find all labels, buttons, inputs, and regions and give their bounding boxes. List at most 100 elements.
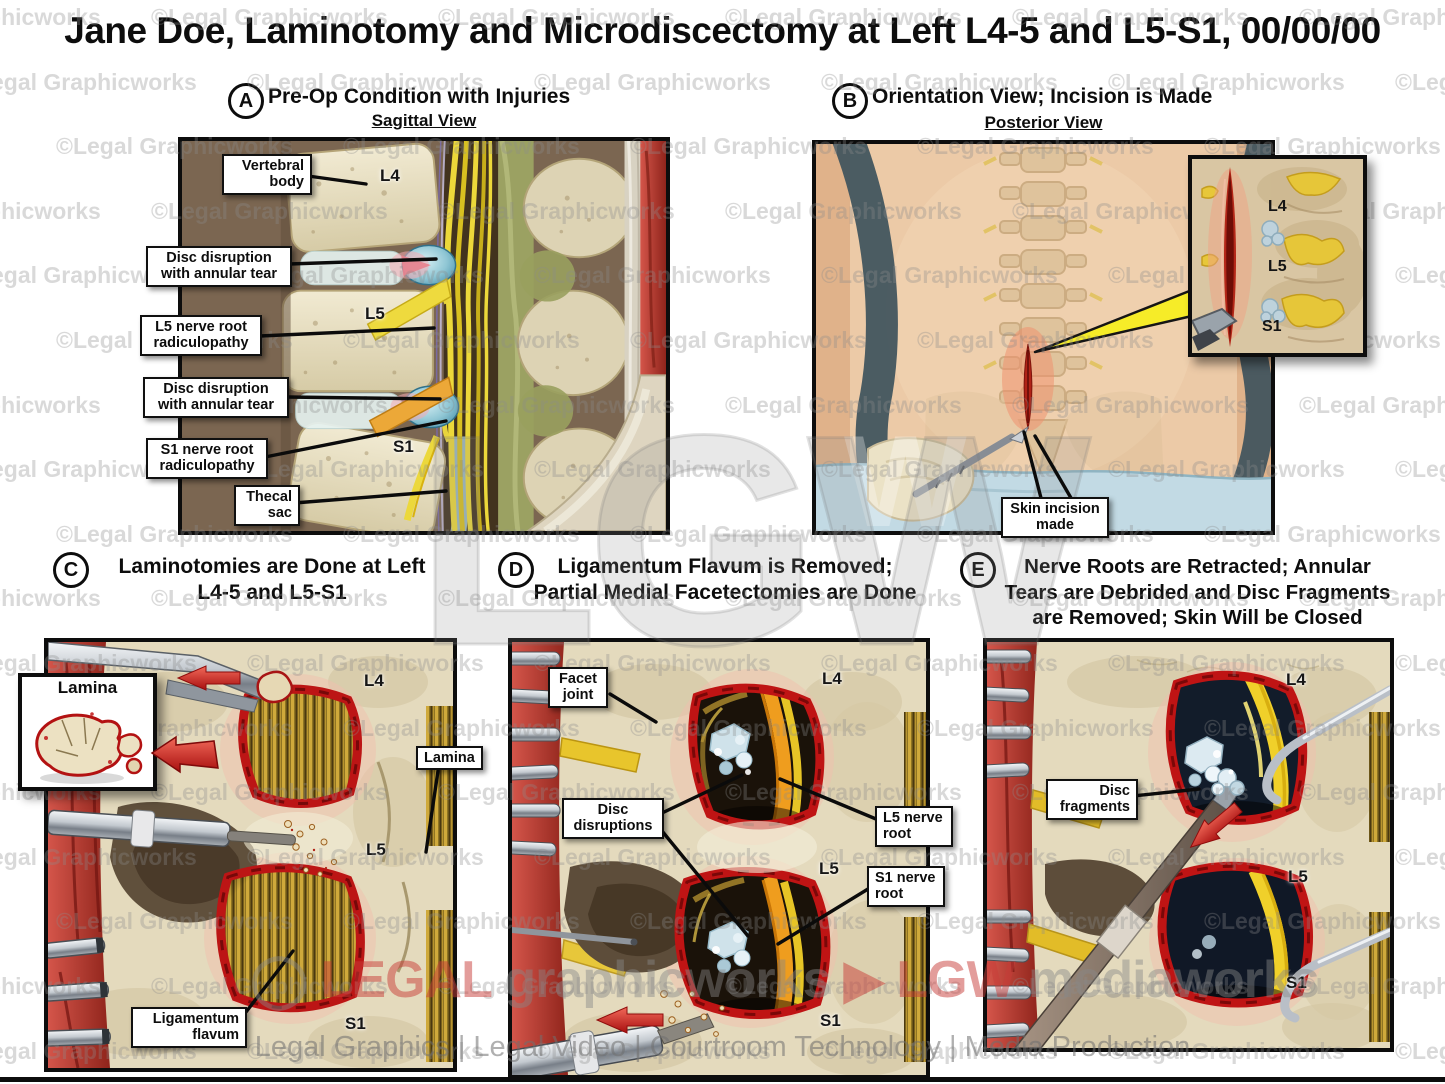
red-arrow: [1189, 802, 1243, 849]
laminotomy-opening-upper: [1165, 670, 1308, 825]
inset-level-l5: L5: [1268, 258, 1287, 275]
label-l5-radiculopathy: L5 nerve root radiculopathy: [140, 315, 262, 356]
panel-e-image: [983, 638, 1394, 1052]
label-disc-disruption-upper: Disc disruption with annular tear: [146, 246, 292, 287]
panel-d-letter-badge: D: [498, 552, 534, 588]
panel-c-level-l5: L5: [366, 840, 386, 859]
watermark-tile: ©Legal Graphicworks: [0, 197, 101, 224]
panel-a-letter: A: [238, 89, 254, 112]
panel-d-letter: D: [508, 558, 524, 581]
removed-bone-chip: [256, 670, 294, 704]
lamina-fragments-illustration: [35, 712, 143, 784]
panel-b-image: W: [812, 140, 1275, 535]
panel-c-title-line2: L4-5 and L5-S1: [197, 581, 347, 605]
panel-c-inset: Lamina: [18, 673, 157, 791]
panel-e-title-line1: Nerve Roots are Retracted; Annular: [1024, 555, 1371, 578]
panel-c-title-line1: Laminotomies are Done at Left: [118, 555, 426, 578]
panel-b-letter: B: [842, 89, 858, 112]
watermark-tile: ©Legal Graphicworks: [1395, 262, 1445, 289]
watermark-tile: ©Legal Graphicworks: [1395, 843, 1445, 870]
label-vertebral-body: Vertebral body: [222, 154, 312, 195]
laminotomy-opening-lower: [1157, 861, 1314, 1008]
laminotomy-opening-lower: [674, 867, 831, 1019]
inset-level-l4: L4: [1268, 198, 1287, 215]
panel-c-level-l4: L4: [364, 671, 384, 690]
panel-d-level-l4: L4: [822, 669, 842, 688]
ligament-remnant: [559, 737, 641, 773]
rongeur-instrument: [48, 642, 294, 713]
panel-b-inset-illustration: L4 L5 S1: [1190, 159, 1367, 353]
panel-d-title-line2: Partial Medial Facetectomies are Done: [533, 581, 917, 605]
label-s1-radiculopathy: S1 nerve root radiculopathy: [146, 438, 268, 479]
laminotomy-opening-lower: [216, 863, 365, 1013]
panel-b-inset: L4 L5 S1: [1188, 155, 1367, 357]
retractor-fingers: [987, 649, 1032, 1039]
bone-crumbs: [660, 990, 725, 1037]
panel-e-level-s1: S1: [1286, 973, 1307, 992]
laminotomy-opening-upper: [238, 684, 362, 808]
panel-c-image: [44, 638, 457, 1072]
panel-c-inset-title: Lamina: [57, 678, 118, 697]
nerve-root-retractors: [1262, 685, 1390, 1023]
label-disc-fragments: Disc fragments: [1046, 779, 1138, 820]
panel-c-level-s1: S1: [345, 1014, 366, 1033]
disc-fragments-shape: [1184, 736, 1224, 787]
kerrison-instrument: [48, 809, 296, 848]
label-facet-joint: Facet joint: [548, 667, 608, 708]
scalpel: [912, 433, 1016, 498]
lamina-fragment-chunk: [116, 733, 143, 758]
retracted-nerve-root-lower: [1248, 866, 1289, 1003]
panel-a-level-l5: L5: [365, 304, 385, 323]
panel-c-illustration: [48, 642, 453, 1068]
bone-crumbs: [284, 820, 338, 877]
lamina-fragment-main: [35, 713, 123, 777]
panel-e-title-line2: Tears are Debrided and Disc Fragments: [1004, 580, 1391, 604]
panel-b-letter-badge: B: [832, 83, 868, 119]
probe-instrument: [512, 927, 637, 945]
retracted-nerve-root-upper: [1242, 675, 1289, 821]
label-s1-nerve-root: S1 nerve root: [867, 866, 945, 907]
label-thecal-sac: Thecal sac: [234, 485, 300, 526]
panel-d-level-s1: S1: [820, 1011, 841, 1030]
label-ligamentum-flavum: Ligamentum flavum: [131, 1007, 247, 1048]
red-arrow-top: [176, 665, 241, 691]
panel-a-level-l4: L4: [380, 166, 400, 185]
watermark-tile: ©Legal Graphicworks: [1395, 456, 1445, 483]
panel-d-title: Ligamentum Flavum is Removed; Partial Me…: [525, 554, 925, 607]
panel-e-title: Nerve Roots are Retracted; Annular Tears…: [995, 554, 1400, 631]
retractor-fingers: [512, 651, 561, 857]
panel-a-subtitle: Sagittal View: [371, 111, 477, 130]
panel-a-level-s1: S1: [393, 437, 414, 456]
label-l5-nerve-root: L5 nerve root: [875, 806, 953, 847]
retractor-blades: [48, 937, 111, 1047]
watermark-tile: ©Legal Graphicworks: [0, 391, 101, 418]
disc-l4-5: [300, 244, 457, 286]
bottom-rule: [0, 1077, 1445, 1082]
watermark-tile: ©Legal Graphicworks: [1395, 68, 1445, 95]
watermark-tile: ©Legal Graphicworks: [0, 585, 101, 612]
ghost-w-watermark: W: [844, 408, 967, 531]
label-disc-disruptions: Disc disruptions: [562, 798, 664, 839]
panel-d-level-l5: L5: [819, 859, 839, 878]
red-arrow: [595, 1006, 664, 1034]
panel-b-title: Orientation View; Incision is Made: [872, 85, 1213, 108]
inset-disc-fragments: [1260, 220, 1286, 323]
panel-c-title: Laminotomies are Done at Left L4-5 and L…: [92, 554, 452, 607]
label-lamina: Lamina: [416, 746, 483, 771]
panel-c-letter-badge: C: [53, 552, 89, 588]
l5-nerve-root-shape: [366, 277, 452, 341]
panel-a-letter-badge: A: [228, 83, 264, 119]
laminotomy-opening-upper: [688, 683, 825, 830]
spinous-processes: [516, 157, 636, 529]
panel-e-letter-badge: E: [960, 552, 996, 588]
watermark-tile: ©Legal Graphicworks: [1395, 1037, 1445, 1064]
label-skin-incision: Skin incision made: [1001, 497, 1109, 538]
panel-b-subtitle: Posterior View: [984, 113, 1103, 132]
retracted-muscle: [512, 642, 568, 1075]
grasped-disc-fragments: [1211, 768, 1245, 796]
label-disc-disruption-lower: Disc disruption with annular tear: [143, 377, 289, 418]
panel-c-letter: C: [63, 558, 79, 581]
retracted-muscle: [987, 642, 1039, 1048]
page-title: Jane Doe, Laminotomy and Microdiscectomy…: [64, 10, 1381, 51]
